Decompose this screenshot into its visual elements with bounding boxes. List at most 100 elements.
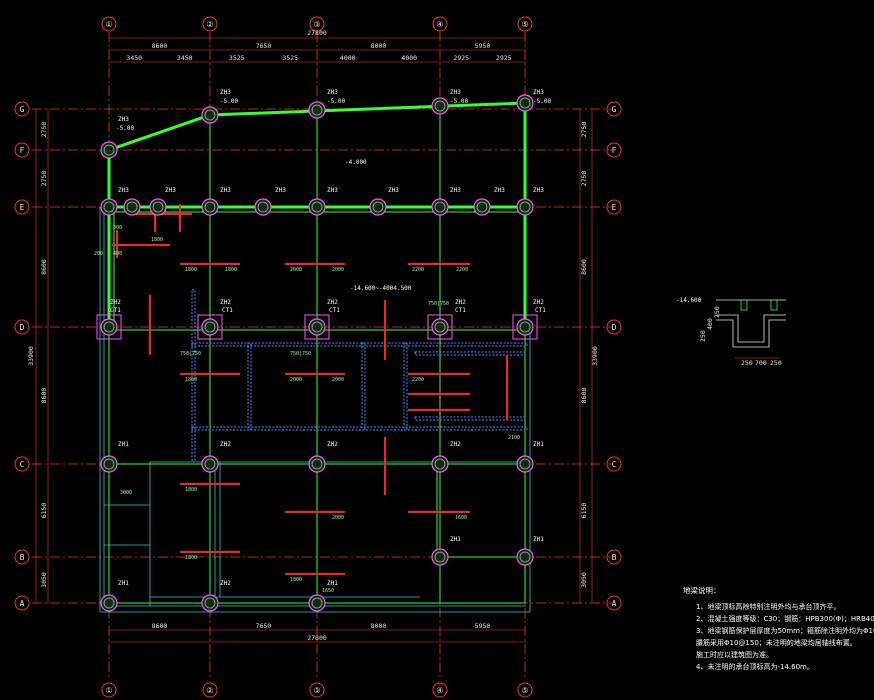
pile-label-zh3: ZH3 [165, 187, 176, 194]
detail-dim: 400 [706, 318, 714, 330]
dim-1800: 1800 [185, 377, 197, 383]
pile-elev: -5.00 [533, 98, 551, 105]
pile-core [103, 144, 115, 156]
pile-label-zh3: ZH3 [533, 89, 544, 96]
axis-bubble-label: ③ [313, 686, 320, 695]
elev-mid: -4.000 [345, 159, 367, 166]
pile-label-zh2: ZH2 [327, 299, 338, 306]
pile-circle [100, 594, 118, 612]
pile-label-zh1: ZH1 [450, 536, 461, 543]
pile-core [519, 458, 531, 470]
pile-circle [431, 198, 449, 216]
dim-1800: 1800 [185, 555, 197, 561]
pile-core [204, 458, 216, 470]
notes-item: 腰筋采用Φ10@150；未注明的地梁均居轴线布置。 [696, 638, 857, 647]
pile-label-ct1: CT1 [329, 307, 340, 314]
pile-core [204, 109, 216, 121]
pile-circle [431, 455, 449, 473]
column-span-dim: 8000 [371, 42, 387, 50]
axis-bubble: ② [202, 682, 218, 698]
pile-label-ct1: CT1 [535, 307, 546, 314]
axis-bubble-label: ⑤ [521, 20, 528, 29]
pile-circle [100, 141, 118, 159]
pile-circle [201, 198, 219, 216]
section-detail: -14.600 250 700 250 250 400 250 [676, 297, 786, 367]
pile-labels: ZH3 ZH3 ZH3 ZH3 ZH3 -5.00 -5.00 -5.00 -5… [110, 89, 551, 587]
column-subspan-dim: 2925 [496, 54, 512, 62]
pile-label-zh3: ZH3 [327, 187, 338, 194]
rebar-callouts [112, 204, 508, 575]
pile-label-zh3: ZH3 [275, 187, 286, 194]
axis-bubble: F [606, 142, 622, 158]
pile-label-ct1: CT1 [110, 307, 121, 314]
pile-elev: -5.00 [327, 98, 345, 105]
pile-label-zh2: ZH2 [220, 580, 231, 587]
column-span-dim: 7650 [256, 42, 272, 50]
pile-circle [431, 318, 449, 336]
column-span-dim: 7650 [256, 622, 272, 630]
dim-2200: 2200 [456, 267, 468, 273]
pile-core [311, 458, 323, 470]
axis-bubble: E [606, 199, 622, 215]
column-span-dim: 8000 [371, 622, 387, 630]
pile-core [519, 551, 531, 563]
pile-cap-square [512, 314, 538, 340]
axis-bubble: ① [101, 16, 117, 32]
pile-core [434, 100, 446, 112]
row-total-right: 33900 [591, 346, 599, 366]
pile-circle [123, 198, 141, 216]
axis-bubble: ③ [309, 682, 325, 698]
dim-2000: 2000 [290, 267, 302, 273]
pile-circle [431, 548, 449, 566]
notes-item: 1、地梁顶标高除特别注明外均与承台顶齐平。 [696, 602, 840, 611]
dim-300: 300 [113, 225, 122, 231]
detail-dim: 250 [741, 359, 753, 367]
pile-core [519, 321, 531, 333]
dim-2100: 2100 [508, 435, 520, 441]
pile-core [103, 201, 115, 213]
axis-bubble: C [14, 456, 30, 472]
notes-item: 3、地梁钢筋保护层厚度为50mm；箍筋除注明外均为Φ10@150； [696, 626, 874, 635]
axis-bubble-label: E [612, 203, 617, 212]
column-subspan-dim: 3525 [229, 54, 245, 62]
column-subspan-dim: 4000 [401, 54, 417, 62]
pile-circle [308, 455, 326, 473]
dim-1650: 1650 [322, 588, 334, 594]
axis-bubble-label: F [612, 146, 617, 155]
column-span-dim: 8600 [152, 42, 168, 50]
overall-dim-top: 27800 [307, 29, 327, 37]
dim-2000: 2000 [290, 377, 302, 383]
axis-bubble: ⑤ [517, 682, 533, 698]
pile-label-zh3: ZH3 [220, 89, 231, 96]
row-span-dim: 6150 [40, 503, 48, 519]
axis-bubble-label: C [612, 460, 617, 469]
pile-circle [473, 198, 491, 216]
pile-core [434, 201, 446, 213]
pile-label-ct1: CT1 [455, 307, 466, 314]
pile-label-zh2: ZH2 [327, 441, 338, 448]
dim-2800: 1800 [151, 237, 163, 243]
row-total-left: 33900 [27, 346, 35, 366]
row-span-dim: 3050 [40, 572, 48, 588]
pile-circle [516, 318, 534, 336]
axis-bubble-label: ② [206, 686, 213, 695]
axis-bubble-label: ① [105, 20, 112, 29]
rebar-dimension-labels: 1800 1800 2000 2000 2200 2200 1800 2000 … [94, 225, 520, 594]
axis-bubble: ④ [432, 16, 448, 32]
axis-bubble-label: D [20, 323, 25, 332]
axis-bubble: E [14, 199, 30, 215]
pile-label-zh2: ZH2 [450, 441, 461, 448]
dim-1800: 1800 [290, 577, 302, 583]
column-span-dim: 5950 [475, 42, 491, 50]
row-span-dim: 8600 [580, 388, 588, 404]
pile-label-zh1: ZH1 [118, 580, 129, 587]
pile-core [152, 201, 164, 213]
row-span-dim: 8600 [40, 388, 48, 404]
pile-caps [96, 94, 538, 612]
axis-bubble: B [14, 549, 30, 565]
pile-circle [308, 198, 326, 216]
axis-bubble: B [606, 549, 622, 565]
detail-elev: -14.600 [676, 297, 702, 304]
